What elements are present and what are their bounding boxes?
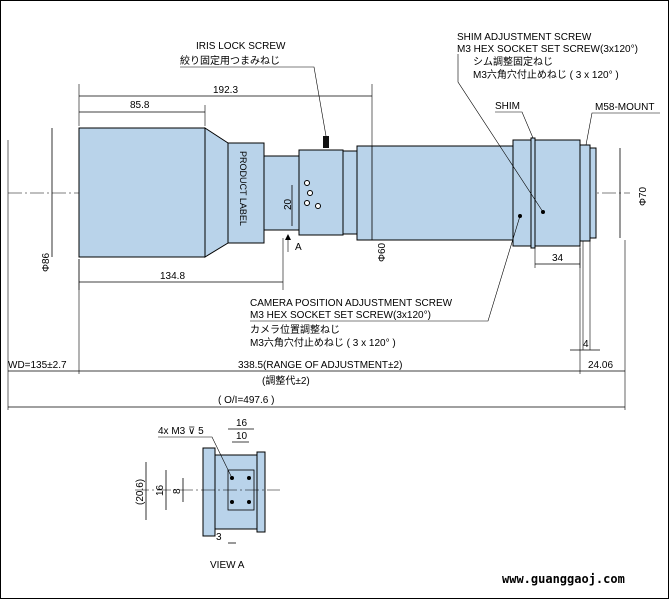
dim-24: 24.06 (588, 360, 613, 371)
dim-192: 192.3 (213, 85, 238, 96)
view-a-m3: 4x M3 ⊽ 5 (158, 426, 204, 437)
view-a-dim-206: (20.6) (135, 479, 146, 505)
dim-range-jp: (調整代±2) (262, 374, 310, 387)
dim-d86: Φ86 (41, 252, 52, 272)
iris-lock-label-jp: 絞り固定用つまみねじ (180, 54, 280, 67)
dim-20: 20 (283, 198, 294, 210)
view-a-dim-10: 10 (236, 431, 248, 442)
site-watermark: www.guanggaoj.com (502, 572, 625, 586)
dim-wd: WD=135±2.7 (8, 360, 67, 371)
iris-lock-label: IRIS LOCK SCREW (196, 41, 286, 52)
camera-adjustment-jp: カメラ位置調整ねじ (250, 323, 340, 336)
shim-adjustment-spec: M3 HEX SOCKET SET SCREW(3x120°) (457, 44, 638, 55)
view-a-dim-3: 3 (216, 532, 222, 543)
shim-label: SHIM (495, 101, 520, 112)
dim-34: 34 (552, 253, 564, 264)
product-label-text: PRODUCT LABEL (238, 151, 248, 226)
shim-adjustment-jp: シム調整固定ねじ (473, 55, 553, 68)
shim-adjustment-label: SHIM ADJUSTMENT SCREW (457, 32, 592, 43)
shim-adjustment-spec-jp: M3六角穴付止めねじ ( 3 x 120° ) (473, 68, 619, 81)
view-arrow-a: A (295, 242, 302, 253)
dim-85: 85.8 (130, 100, 150, 111)
view-a-dim-16: 16 (236, 418, 248, 429)
dim-range: 338.5(RANGE OF ADJUSTMENT±2) (238, 360, 402, 371)
view-a-detail (135, 447, 280, 537)
camera-adjustment-spec-jp: M3六角穴付止めねじ ( 3 x 120° ) (250, 336, 396, 349)
mount-label: M58-MOUNT (595, 102, 654, 113)
view-a-dim-8: 8 (172, 488, 183, 494)
dim-4: 4 (583, 339, 589, 350)
lens-body (78, 127, 597, 258)
dim-d70: Φ70 (638, 186, 649, 206)
dim-oi: ( O/I=497.6 ) (218, 395, 274, 406)
camera-adjustment-label: CAMERA POSITION ADJUSTMENT SCREW (250, 298, 453, 309)
camera-adjustment-spec: M3 HEX SOCKET SET SCREW(3x120°) (250, 310, 431, 321)
view-a-title: VIEW A (210, 560, 245, 571)
view-a-dim-16v: 16 (155, 484, 166, 496)
dim-134: 134.8 (160, 271, 185, 282)
dim-d60: Φ60 (377, 242, 388, 262)
